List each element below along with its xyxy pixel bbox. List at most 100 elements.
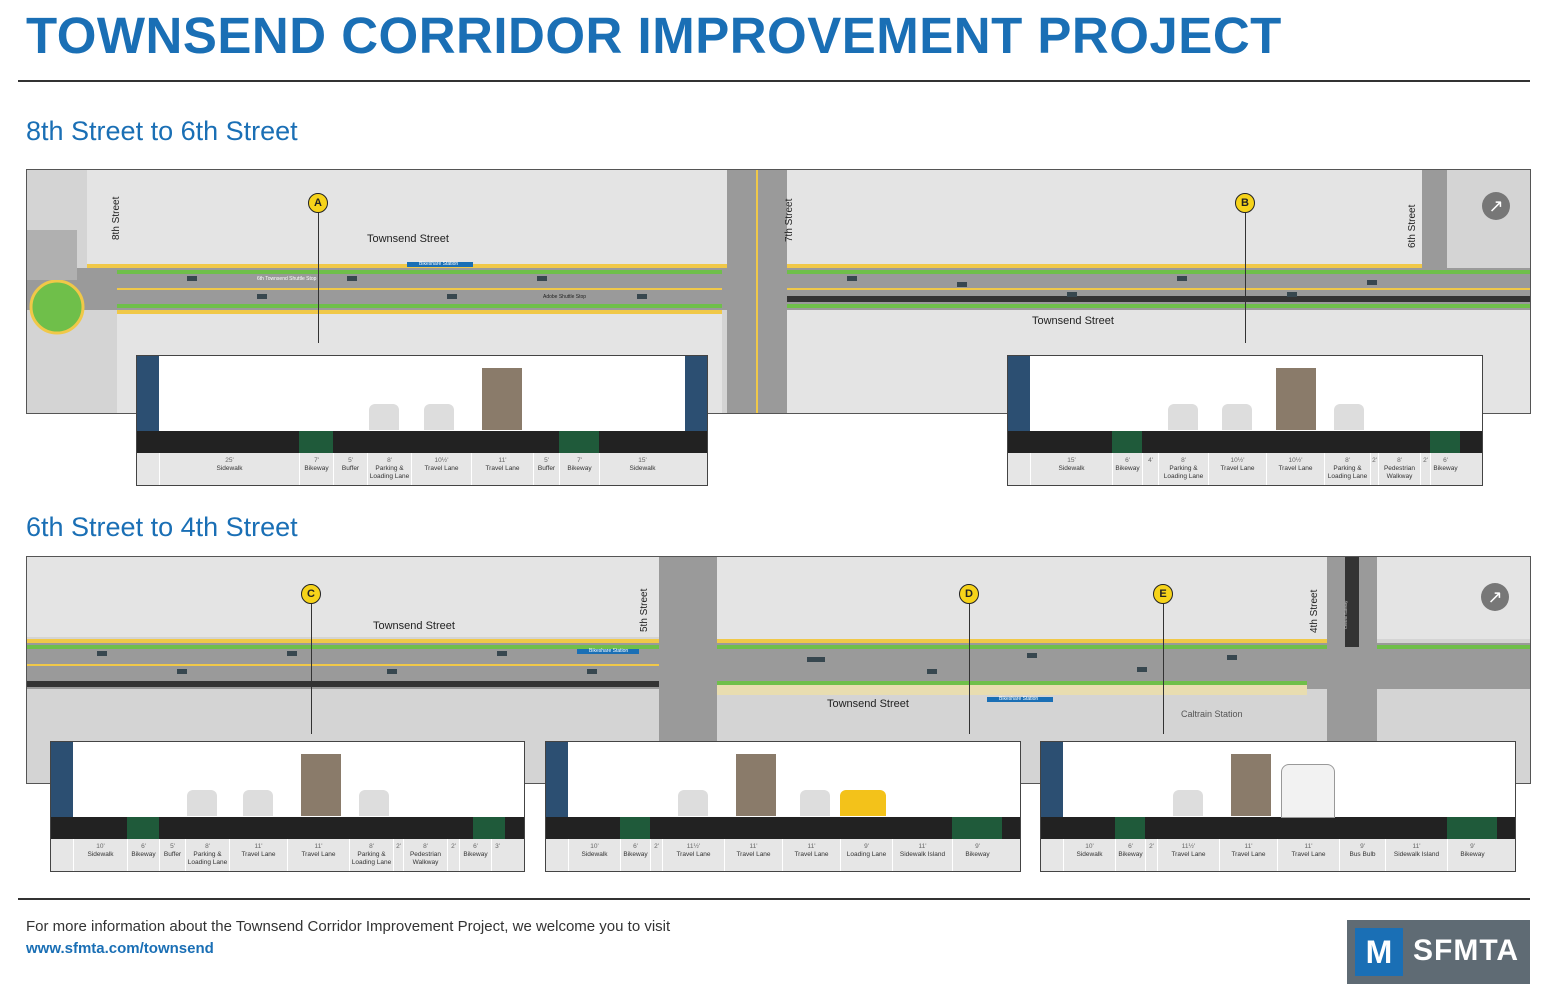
segment-parking: 8'Parking & Loading Lane xyxy=(349,839,393,871)
segment-pedestrian-walkway: 8'Pedestrian Walkway xyxy=(403,839,447,871)
car xyxy=(1168,404,1198,430)
street-label-townsend-south: Townsend Street xyxy=(827,698,909,710)
plan-map-2: Townsend Street Townsend Street 5th Stre… xyxy=(26,556,1531,784)
map-label-bikeshare: Bikeshare Station xyxy=(589,648,629,654)
dimension-strip: 10'Sidewalk 6'Bikeway 2' 11½'Travel Lane… xyxy=(1041,839,1515,871)
footer-link[interactable]: www.sfmta.com/townsend xyxy=(26,940,214,957)
marker-leader-d xyxy=(969,604,970,734)
segment-bikeway: 7'Bikeway xyxy=(559,453,599,485)
segment-travel-lane: 11'Travel Lane xyxy=(471,453,533,485)
marker-icon-d: D xyxy=(959,584,979,604)
bikeway-left xyxy=(1115,817,1145,839)
segment-travel-lane: 11'Travel Lane xyxy=(724,839,782,871)
cross-street-8th: 8th Street xyxy=(111,196,122,240)
sfmta-logo-icon: M xyxy=(1355,928,1403,976)
bikeway-right xyxy=(473,817,505,839)
bikeway-left xyxy=(620,817,650,839)
page-title: TOWNSEND CORRIDOR IMPROVEMENT PROJECT xyxy=(26,7,1282,64)
map-label-adobe-shuttle: Adobe Shuttle Stop xyxy=(543,294,587,300)
segment-travel-lane: 11½'Travel Lane xyxy=(662,839,724,871)
segment-buffer: 5'Buffer xyxy=(159,839,185,871)
segment-bikeway: 6'Bikeway xyxy=(127,839,159,871)
segment-gap: 3' xyxy=(491,839,503,871)
marker-icon-c: C xyxy=(301,584,321,604)
segment-parking: 8'Parking & Loading Lane xyxy=(367,453,411,485)
dimension-strip: 25'Sidewalk 7'Bikeway 5'Buffer 8'Parking… xyxy=(137,453,707,485)
segment-bikeway: 6'Bikeway xyxy=(620,839,650,871)
segment-gap: 2' xyxy=(1145,839,1157,871)
segment-gap: 4' xyxy=(1142,453,1158,485)
dimension-strip: 10'Sidewalk 6'Bikeway 2' 11½'Travel Lane… xyxy=(546,839,1020,871)
car xyxy=(678,790,708,816)
segment-loading-lane: 9'Loading Lane xyxy=(840,839,892,871)
segment-travel-lane: 11'Travel Lane xyxy=(229,839,287,871)
segment-travel-lane: 11'Travel Lane xyxy=(1219,839,1277,871)
segment-travel-lane: 11'Travel Lane xyxy=(1277,839,1339,871)
segment-gap: 2' xyxy=(447,839,459,871)
bikeway-right xyxy=(952,817,1002,839)
segment-bikeway: 6'Bikeway xyxy=(1430,453,1460,485)
map-label-bikeshare: Bikeshare Station xyxy=(999,696,1039,702)
segment-sidewalk: 10'Sidewalk xyxy=(73,839,127,871)
cross-street-4th: 4th Street xyxy=(1309,589,1320,633)
bikeway-left xyxy=(299,431,333,453)
segment-sidewalk-island: 11'Sidewalk Island xyxy=(892,839,952,871)
map-label-caltrain: Caltrain Station xyxy=(1181,709,1243,719)
marker-icon-b: B xyxy=(1235,193,1255,213)
segment-parking: 8'Parking & Loading Lane xyxy=(1158,453,1208,485)
segment-travel-lane: 10½'Travel Lane xyxy=(1208,453,1266,485)
roadway-surface xyxy=(51,817,524,839)
segment-bikeway: 9'Bikeway xyxy=(952,839,1002,871)
footer-text: For more information about the Townsend … xyxy=(26,918,671,935)
segment-gap: 2' xyxy=(1370,453,1378,485)
marker-icon-a: A xyxy=(308,193,328,213)
segment-travel-lane: 11'Travel Lane xyxy=(782,839,840,871)
street-label-townsend-north: Townsend Street xyxy=(367,233,449,245)
bikeway-left xyxy=(127,817,159,839)
car xyxy=(424,404,454,430)
segment-sidewalk-island: 11'Sidewalk Island xyxy=(1385,839,1447,871)
marker-leader-e xyxy=(1163,604,1164,734)
sfmta-logo: M SFMTA xyxy=(1347,920,1530,984)
segment-sidewalk: 10'Sidewalk xyxy=(1063,839,1115,871)
street-label-townsend-south: Townsend Street xyxy=(1032,315,1114,327)
segment-travel-lane: 11½'Travel Lane xyxy=(1157,839,1219,871)
segment-bikeway: 9'Bikeway xyxy=(1447,839,1497,871)
marker-leader-b xyxy=(1245,213,1246,343)
cross-section-a: 25'Sidewalk 7'Bikeway 5'Buffer 8'Parking… xyxy=(136,355,708,486)
segment-bikeway: 6'Bikeway xyxy=(1112,453,1142,485)
cross-section-e: 10'Sidewalk 6'Bikeway 2' 11½'Travel Lane… xyxy=(1040,741,1516,872)
marker-leader-c xyxy=(311,604,312,734)
car xyxy=(243,790,273,816)
truck xyxy=(301,754,341,816)
segment-gap: 2' xyxy=(1420,453,1430,485)
map-label-central-subway: Central Subway xyxy=(1343,600,1348,629)
dimension-strip: 10'Sidewalk 6'Bikeway 5'Buffer 8'Parking… xyxy=(51,839,524,871)
cross-street-5th: 5th Street xyxy=(639,588,650,632)
segment-sidewalk: 25'Sidewalk xyxy=(159,453,299,485)
taxi xyxy=(840,790,886,816)
segment-buffer: 5'Buffer xyxy=(533,453,559,485)
sfmta-logo-text: SFMTA xyxy=(1413,934,1520,967)
bikeway-right xyxy=(1447,817,1497,839)
segment-travel-lane: 10½'Travel Lane xyxy=(411,453,471,485)
map-label-shuttle-stop: 6th Townsend Shuttle Stop xyxy=(257,276,317,282)
segment-bikeway: 6'Bikeway xyxy=(459,839,491,871)
truck xyxy=(482,368,522,430)
segment-sidewalk: 10'Sidewalk xyxy=(568,839,620,871)
car xyxy=(369,404,399,430)
segment-bikeway: 6'Bikeway xyxy=(1115,839,1145,871)
dimension-strip: 15'Sidewalk 6'Bikeway 4' 8'Parking & Loa… xyxy=(1008,453,1482,485)
segment-travel-lane: 10½'Travel Lane xyxy=(1266,453,1324,485)
bikeway-right xyxy=(559,431,599,453)
segment-sidewalk: 15'Sidewalk xyxy=(1030,453,1112,485)
car xyxy=(187,790,217,816)
marker-leader-a xyxy=(318,213,319,343)
roadway-surface xyxy=(1041,817,1515,839)
car xyxy=(1222,404,1252,430)
truck xyxy=(1231,754,1271,816)
segment-gap: 2' xyxy=(393,839,403,871)
roadway-surface xyxy=(1008,431,1482,453)
section-heading-2: 6th Street to 4th Street xyxy=(26,512,298,542)
car xyxy=(359,790,389,816)
